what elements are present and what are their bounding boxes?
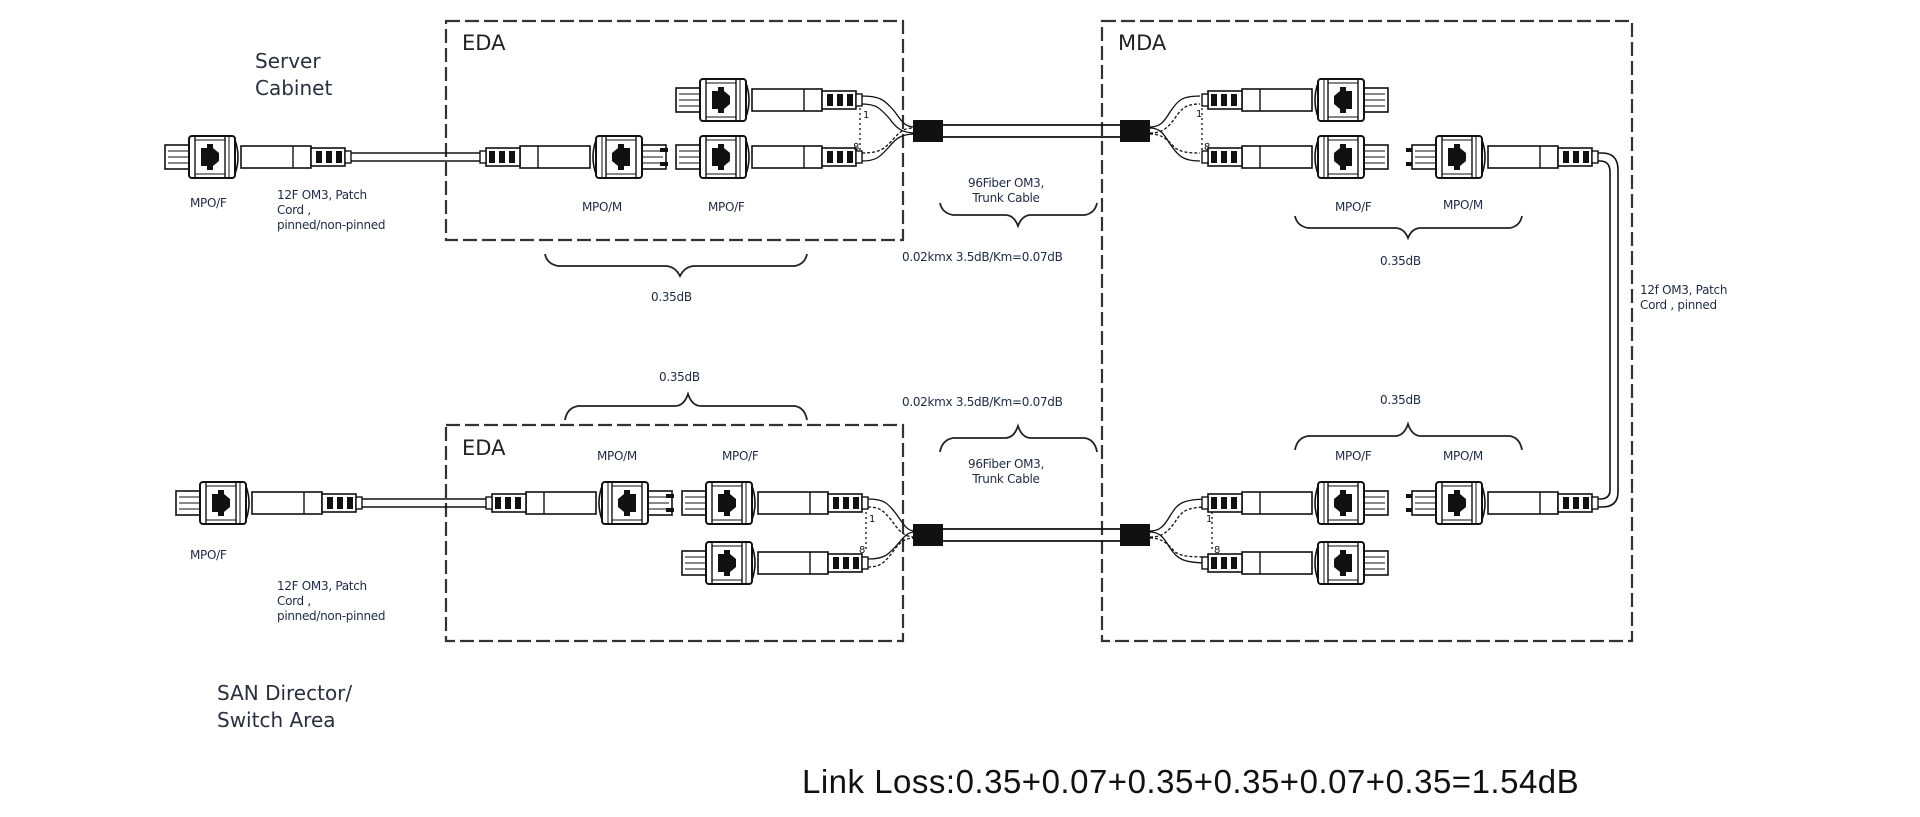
eda-top-mpo-m-label: MPO/M <box>582 200 622 214</box>
bottom-breakout-start-label: 1 <box>869 514 875 525</box>
mda-bottom-mpo-f-connector-8 <box>1201 541 1389 585</box>
san-director-line-1: SAN Director/ <box>217 681 353 705</box>
patch-cord-top-line-2: Cord , <box>277 203 311 217</box>
patch-cord-right <box>1598 152 1619 508</box>
server-mpo-f-connector <box>164 135 352 179</box>
brace-mda-top-connection <box>1294 215 1523 241</box>
patch-cord-right-line-1: 12f OM3, Patch <box>1640 283 1728 297</box>
brace-mda-bottom-connection <box>1294 421 1523 451</box>
san-mpo-f-connector <box>175 481 363 525</box>
mda-bottom-mpo-m-connector <box>1406 481 1599 525</box>
trunk-bottom-loss: 0.02kmx 3.5dB/Km=0.07dB <box>902 395 1063 409</box>
brace-eda-top-connection <box>544 253 808 279</box>
trunk-cable-bottom <box>913 524 1150 546</box>
eda-bottom-mpo-f-label: MPO/F <box>722 449 759 463</box>
mda-top-fanout <box>1149 95 1203 162</box>
mda-title: MDA <box>1118 31 1167 55</box>
trunk-bottom-line-2: Trunk Cable <box>972 472 1040 486</box>
brace-trunk-top <box>939 202 1098 229</box>
eda-bottom-mpo-f-connector-8 <box>681 541 869 585</box>
mda-breakout-end-label: 8 <box>1204 142 1210 153</box>
eda-bottom-mpo-m-label: MPO/M <box>597 449 637 463</box>
mda-top-connection-loss: 0.35dB <box>1380 254 1421 268</box>
brace-eda-bottom-connection <box>564 391 808 421</box>
eda-bottom-mpo-f-connector-1 <box>681 481 869 525</box>
patch-cord-top-label: 12F OM3, Patch Cord , pinned/non-pinned <box>277 188 385 233</box>
mda-bottom-breakout-end-label: 8 <box>1214 545 1220 556</box>
server-mpo-f-label: MPO/F <box>190 196 227 210</box>
mda-bottom-mpo-m-label: MPO/M <box>1443 449 1483 463</box>
server-cabinet-label: Server Cabinet <box>255 48 332 102</box>
eda-bottom-box <box>444 423 905 643</box>
server-cabinet-line-2: Cabinet <box>255 76 333 100</box>
patch-cord-top <box>351 152 482 162</box>
brace-trunk-bottom <box>939 423 1098 453</box>
eda-top-connection-loss: 0.35dB <box>651 290 692 304</box>
mda-top-mpo-m-label: MPO/M <box>1443 198 1483 212</box>
link-loss-total: Link Loss:0.35+0.07+0.35+0.35+0.07+0.35=… <box>802 763 1580 800</box>
bottom-breakout-end-label: 8 <box>859 545 865 556</box>
trunk-cable-top <box>913 120 1150 142</box>
patch-cord-top-line-1: 12F OM3, Patch <box>277 188 367 202</box>
mda-bottom-mpo-f-label: MPO/F <box>1335 449 1372 463</box>
eda-top-mpo-f-connector-1 <box>675 78 863 122</box>
eda-bottom-mpo-m-connector <box>485 481 673 525</box>
trunk-bottom-line-1: 96Fiber OM3, <box>968 457 1045 471</box>
trunk-top-line-1: 96Fiber OM3, <box>968 176 1045 190</box>
eda-bottom-fanout <box>865 498 916 568</box>
server-cabinet-line-1: Server <box>255 49 321 73</box>
trunk-top-label: 96Fiber OM3, Trunk Cable <box>968 176 1044 206</box>
trunk-bottom-label: 96Fiber OM3, Trunk Cable <box>968 457 1044 487</box>
mda-breakout-start-label: 1 <box>1196 109 1202 120</box>
patch-cord-bottom-line-1: 12F OM3, Patch <box>277 579 367 593</box>
patch-cord-bottom-line-2: Cord , <box>277 594 311 608</box>
patch-cord-bottom-line-3: pinned/non-pinned <box>277 609 386 623</box>
san-mpo-f-label: MPO/F <box>190 548 227 562</box>
breakout-end-label: 8 <box>853 142 859 153</box>
mda-top-mpo-f-label: MPO/F <box>1335 200 1372 214</box>
patch-cord-bottom <box>362 498 500 508</box>
eda-top-mpo-f-label: MPO/F <box>708 200 745 214</box>
mda-box <box>1100 19 1634 643</box>
patch-cord-top-line-3: pinned/non-pinned <box>277 218 386 232</box>
san-director-line-2: Switch Area <box>217 708 336 732</box>
mda-bottom-breakout-start-label: 1 <box>1206 514 1212 525</box>
mda-bottom-fanout <box>1149 498 1213 564</box>
eda-bottom-connection-loss: 0.35dB <box>659 370 700 384</box>
eda-bottom-title: EDA <box>462 436 506 460</box>
eda-top-mpo-m-connector <box>479 135 667 179</box>
eda-top-box <box>444 19 905 242</box>
breakout-start-label: 1 <box>863 110 869 121</box>
trunk-top-loss: 0.02kmx 3.5dB/Km=0.07dB <box>902 250 1063 264</box>
mda-top-mpo-m-connector <box>1406 135 1599 179</box>
patch-cord-right-label: 12f OM3, Patch Cord , pinned <box>1640 283 1727 313</box>
san-director-label: SAN Director/ Switch Area <box>217 680 352 734</box>
mda-bottom-mpo-f-connector-1 <box>1201 481 1389 525</box>
eda-top-mpo-f-connector-8 <box>675 135 863 179</box>
eda-top-fanout <box>859 95 916 162</box>
eda-top-title: EDA <box>462 31 506 55</box>
mda-top-mpo-f-connector-8 <box>1201 135 1389 179</box>
mda-bottom-connection-loss: 0.35dB <box>1380 393 1421 407</box>
patch-cord-right-line-2: Cord , pinned <box>1640 298 1717 312</box>
trunk-top-line-2: Trunk Cable <box>972 191 1040 205</box>
patch-cord-bottom-label: 12F OM3, Patch Cord , pinned/non-pinned <box>277 579 385 624</box>
mda-top-mpo-f-connector-1 <box>1201 78 1389 122</box>
